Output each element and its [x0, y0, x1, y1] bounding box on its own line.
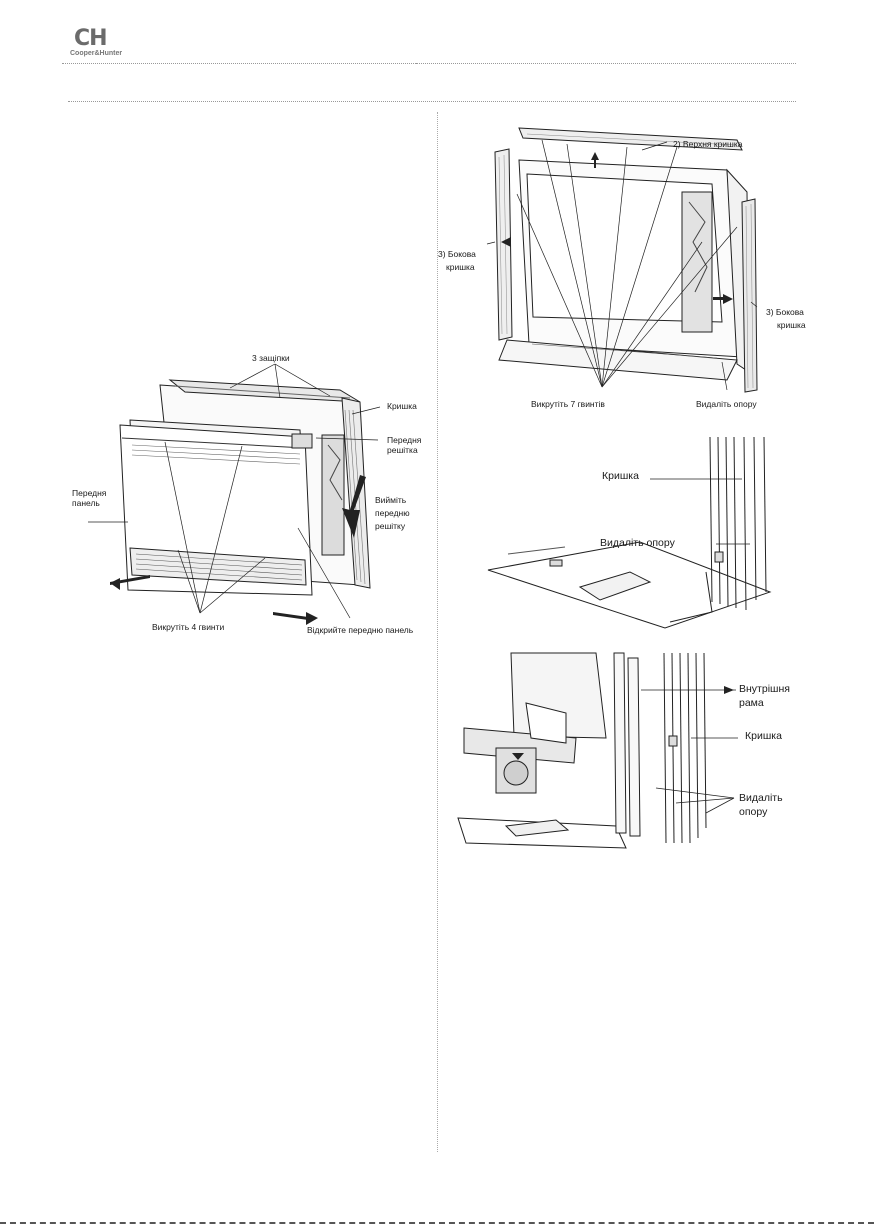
figure-inner-frame-detail: Внутрішня рама Кришка Видаліть опору: [456, 648, 816, 860]
label-front-grille-2: решітка: [387, 445, 418, 455]
label-inner-frame-2: рама: [739, 697, 764, 709]
label-right-side-cover-1: 3) Бокова: [766, 307, 804, 317]
figure-support-detail: Кришка Видаліть опору: [480, 432, 800, 632]
section-rule: [68, 101, 796, 102]
label-right-side-cover-2: кришка: [777, 320, 806, 330]
label-unscrew-4: Викрутіть 4 гвинти: [152, 622, 224, 632]
footer-rule: [0, 1222, 874, 1224]
figure-covers-removal: 2) Верхня кришка 3) Бокова кришка 3) Бок…: [437, 122, 817, 412]
label-front-grille-1: Передня: [387, 435, 421, 445]
support-detail-illustration: [480, 432, 800, 632]
header-rule-right: [416, 63, 796, 64]
figure-front-panel-removal: 3 защіпки Кришка Передня решітка Передня…: [60, 350, 430, 640]
label-remove-support-inner-2: опору: [739, 806, 767, 818]
header-rule: [62, 63, 416, 64]
label-left-side-cover-2: кришка: [446, 262, 475, 272]
logo-mark: CH: [74, 26, 107, 51]
label-remove-support-detail: Видаліть опору: [600, 537, 675, 549]
covers-exploded-illustration: [437, 122, 817, 412]
label-unscrew-7: Викрутіть 7 гвинтів: [531, 399, 605, 409]
label-top-cover: 2) Верхня кришка: [673, 139, 743, 149]
label-cover: Кришка: [387, 401, 417, 411]
label-latches: 3 защіпки: [252, 353, 290, 363]
label-open-front-panel: Відкрийте передню панель: [307, 625, 413, 635]
label-remove-grille-3: решітку: [375, 521, 405, 531]
inner-frame-illustration: [456, 648, 816, 860]
label-remove-support-inner-1: Видаліть: [739, 792, 783, 804]
label-cover-inner: Кришка: [745, 730, 782, 742]
logo-brand-text: Cooper&Hunter: [70, 50, 122, 57]
label-remove-grille-1: Вийміть: [375, 495, 406, 505]
label-remove-grille-2: передню: [375, 508, 410, 518]
brand-logo: CH Cooper&Hunter: [62, 26, 142, 62]
label-front-panel-1: Передня: [72, 488, 106, 498]
label-front-panel-2: панель: [72, 498, 100, 508]
label-cover-detail: Кришка: [602, 470, 639, 482]
label-remove-support: Видаліть опору: [696, 399, 757, 409]
label-inner-frame-1: Внутрішня: [739, 683, 790, 695]
label-left-side-cover-1: 3) Бокова: [438, 249, 476, 259]
